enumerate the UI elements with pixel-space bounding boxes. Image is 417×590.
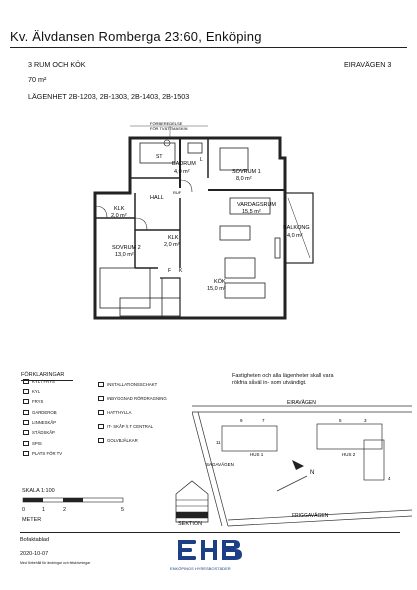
hus1-label: HUS 1 — [250, 452, 264, 457]
prep-label-2: FÖR TVÄTTMASKIN — [150, 126, 188, 131]
page-title: Kv. Älvdansen Romberga 23:60, Enköping — [10, 29, 262, 44]
north-label: N — [310, 470, 314, 476]
k-label: K — [179, 268, 183, 274]
frys-icon — [23, 399, 29, 404]
scale-label: SKALA 1:100 — [22, 488, 55, 494]
section-drawing — [175, 480, 209, 523]
it-skap-icon — [98, 424, 104, 429]
note-line-1: Fastigheten och alla lägenheter skall va… — [232, 373, 334, 379]
klk1-area: 2,0 m² — [111, 213, 127, 219]
section-label: SEKTION — [178, 521, 203, 527]
scale-tick-0: 0 — [22, 507, 26, 513]
legend-item-rordragning: INBYGGNAD RÖRDRAGNING — [98, 396, 167, 401]
l-label: L — [200, 157, 203, 163]
date-label: 2020-10-07 — [20, 551, 49, 557]
legend-item-schakt: INSTALLATIONSSCHAKT — [98, 382, 157, 387]
house-number-9: 9 — [240, 418, 243, 423]
vardagsrum-area: 15,5 m² — [242, 209, 261, 215]
north-arrow-icon — [292, 460, 304, 470]
legend-item-golvbjalkar: GOLVBJÄLKAR — [98, 438, 138, 443]
legend-item-stadskap: STÄDSKÅP — [23, 430, 55, 435]
house-number-11: 11 — [216, 440, 221, 445]
klk1-label: KLK — [114, 206, 125, 212]
scale-tick-2: 2 — [63, 507, 67, 513]
area-label: 70 m² — [28, 75, 47, 84]
sovrum2-label: SOVRUM 2 — [112, 245, 141, 251]
ehb-logo-icon — [178, 540, 242, 560]
vardagsrum-label: VARDAGSRUM — [237, 202, 276, 208]
tv-icon — [23, 451, 29, 456]
legend-item-itskap: IT- SKÅP /I.T CENTRAL — [98, 424, 153, 429]
legend-item-garderob: GARDEROB — [23, 410, 57, 415]
scale-tick-1: 1 — [42, 507, 46, 513]
note-line-2: rökfria såväl in- som utvändigt. — [232, 380, 307, 386]
ruf-label: RUF — [173, 190, 182, 195]
house-number-7: 7 — [262, 418, 265, 423]
legend-item-spis: SPIS — [23, 441, 42, 446]
legend-underline — [21, 380, 73, 381]
floor-plan: FÖRBEREDELSE FÖR TVÄTTMASKIN BADRUM 4,0 … — [93, 121, 314, 320]
rooms-label: 3 RUM OCH KÖK — [28, 60, 86, 69]
footer-divider — [20, 532, 400, 533]
garderob-icon — [23, 410, 29, 415]
street-label: EIRAVÄGEN 3 — [344, 60, 392, 69]
header-divider — [10, 47, 407, 48]
company-label: ENKÖPINGS HYRESBOSTÄDER — [170, 566, 231, 571]
house-number-5: 5 — [339, 418, 342, 423]
klk2-label: KLK — [168, 235, 179, 241]
sovrum1-area: 8,0 m² — [236, 176, 252, 182]
scale-tick-5: 5 — [121, 507, 125, 513]
stadskap-icon — [23, 430, 29, 435]
balkong-label: BALKONG — [283, 225, 310, 231]
kyl-icon — [23, 389, 29, 394]
legend-item-linneskap: LINNESKÅP — [23, 420, 56, 425]
klk2-area: 2,0 m² — [164, 242, 180, 248]
hatthylla-icon — [98, 410, 104, 415]
kyl-frys-icon — [23, 379, 29, 384]
scale-bar — [22, 497, 124, 503]
street-bottom-label: FRIGGAVÄGEN — [292, 512, 329, 519]
legend-item-kylfrys: KYL / FRYS — [23, 379, 55, 384]
legend-title: FÖRKLARINGAR — [21, 372, 65, 378]
kok-label: KÖK — [214, 278, 226, 285]
sovrum1-label: SOVRUM 1 — [232, 169, 261, 175]
f-label: F — [168, 268, 171, 274]
hall-label: HALL — [150, 195, 164, 201]
house-number-4: 4 — [388, 476, 391, 481]
house-number-3: 3 — [364, 418, 367, 423]
spis-icon — [23, 441, 29, 446]
scale-unit: METER — [22, 517, 42, 523]
legend-item-tv: PLATS FÖR TV — [23, 451, 62, 456]
installationsschakt-icon — [98, 382, 104, 387]
st-label: ST — [156, 154, 162, 160]
golvbjalkar-icon — [98, 438, 104, 443]
hus2-label: HUS 2 — [342, 452, 356, 457]
site-plan: EIRAVÄGEN FRIGGAVÄGEN SAGAVÄGEN HUS 1 HU… — [192, 399, 413, 527]
kok-area: 15,0 m² — [207, 286, 226, 292]
sovrum2-area: 13,0 m² — [115, 252, 134, 258]
street-top-label: EIRAVÄGEN — [287, 399, 316, 406]
legend-item-hatthylla: HATTHYLLA — [98, 410, 132, 415]
disclaimer-label: Med förbehåll för ändringar och felskriv… — [20, 561, 91, 565]
legend-item-frys: FRYS — [23, 399, 43, 404]
apartments-label: LÄGENHET 2B-1203, 2B-1303, 2B-1403, 2B-1… — [28, 92, 190, 101]
balkong-area: 4,0 m² — [287, 233, 303, 239]
badrum-area: 4,0 m² — [174, 169, 190, 175]
legend-item-kyl: KYL — [23, 389, 40, 394]
rordragning-icon — [98, 396, 104, 401]
prep-label-1: FÖRBEREDELSE — [150, 121, 183, 126]
badrum-label: BADRUM — [172, 161, 196, 167]
street-side-label: SAGAVÄGEN — [206, 461, 234, 467]
linneskap-icon — [23, 420, 29, 425]
sheet-label: Bofaktablad — [20, 537, 50, 543]
